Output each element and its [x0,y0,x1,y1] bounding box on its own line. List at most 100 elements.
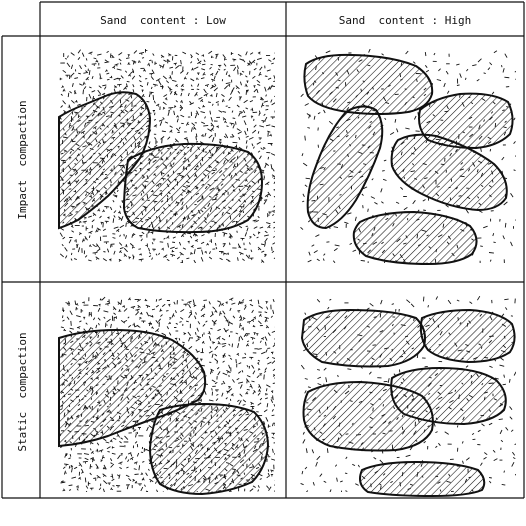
soil-speck [273,176,274,178]
soil-speck [381,202,383,204]
soil-speck [164,95,168,97]
soil-speck [273,383,278,384]
soil-speck [258,216,260,218]
soil-speck [243,400,246,402]
soil-speck [317,370,320,371]
soil-speck [186,258,189,259]
soil-speck [125,71,127,73]
soil-speck [261,352,265,354]
soil-speck [323,259,324,261]
soil-speck [61,482,66,483]
soil-speck [301,365,304,369]
soil-speck [196,94,198,95]
soil-speck [268,60,271,62]
soil-speck [208,51,212,54]
soil-speck [500,365,505,366]
soil-speck [189,346,192,349]
soil-speck [369,48,371,52]
soil-speck [275,491,276,494]
soil-speck [211,117,213,121]
soil-speck [90,443,91,445]
soil-speck [274,258,279,260]
soil-speck [61,106,63,108]
soil-speck [174,111,175,115]
soil-speck [233,124,235,128]
soil-speck [301,483,304,484]
soil-speck [121,438,123,440]
soil-speck [258,393,260,395]
soil-speck [176,100,178,102]
soil-speck [163,492,164,494]
soil-speck [142,58,144,59]
soil-speck [223,244,225,247]
soil-speck [273,80,277,81]
soil-speck [174,302,175,305]
soil-speck [108,451,110,452]
soil-speck [239,113,241,117]
soil-speck [204,60,205,62]
soil-speck [166,99,167,101]
soil-speck [218,371,220,375]
soil-speck [313,482,314,485]
row-header-impact: Impact compaction [16,100,29,219]
soil-speck [132,76,135,79]
soil-speck [245,335,247,336]
soil-speck [426,70,429,72]
soil-speck [247,365,248,367]
soil-speck [274,182,275,184]
soil-speck [60,254,64,257]
soil-speck [250,237,251,239]
soil-speck [189,338,190,342]
soil-speck [205,117,206,119]
soil-speck [130,243,133,246]
soil-speck [98,308,100,312]
soil-speck [271,100,272,103]
soil-speck [223,111,227,112]
soil-speck [490,260,491,262]
soil-speck [259,126,264,127]
soil-speck [274,96,278,98]
soil-speck [196,312,197,314]
soil-speck [149,252,151,254]
soil-speck [159,120,164,122]
soil-speck [71,100,74,103]
soil-speck [267,183,268,185]
soil-speck [194,260,196,264]
soil-speck [154,145,157,147]
soil-speck [176,85,177,87]
soil-speck [483,226,487,228]
soil-speck [258,403,261,406]
soil-speck [352,464,355,465]
soil-speck [237,65,238,69]
soil-speck [228,389,232,392]
soil-speck [257,142,261,144]
soil-speck [85,255,87,257]
soil-speck [261,148,263,150]
soil-speck [150,324,152,325]
soil-speck [148,147,151,149]
soil-speck [89,70,90,75]
soil-speck [257,84,260,85]
soil-speck [237,105,239,107]
soil-speck [84,84,86,85]
soil-speck [215,311,217,312]
soil-speck [265,342,266,346]
soil-speck [194,305,195,307]
soil-speck [265,109,268,110]
soil-speck [173,237,176,238]
soil-speck [265,242,266,247]
soil-speck [515,474,518,478]
soil-speck [272,251,274,253]
soil-speck [203,324,205,326]
soil-speck [172,255,173,257]
soil-speck [86,486,88,489]
soil-speck [185,78,187,79]
soil-speck [261,251,264,252]
soil-speck [265,87,267,92]
soil-speck [264,375,265,380]
soil-speck [190,302,191,304]
soil-speck [346,457,347,459]
soil-speck [171,131,173,132]
soil-speck [102,297,105,300]
soil-speck [162,333,166,335]
